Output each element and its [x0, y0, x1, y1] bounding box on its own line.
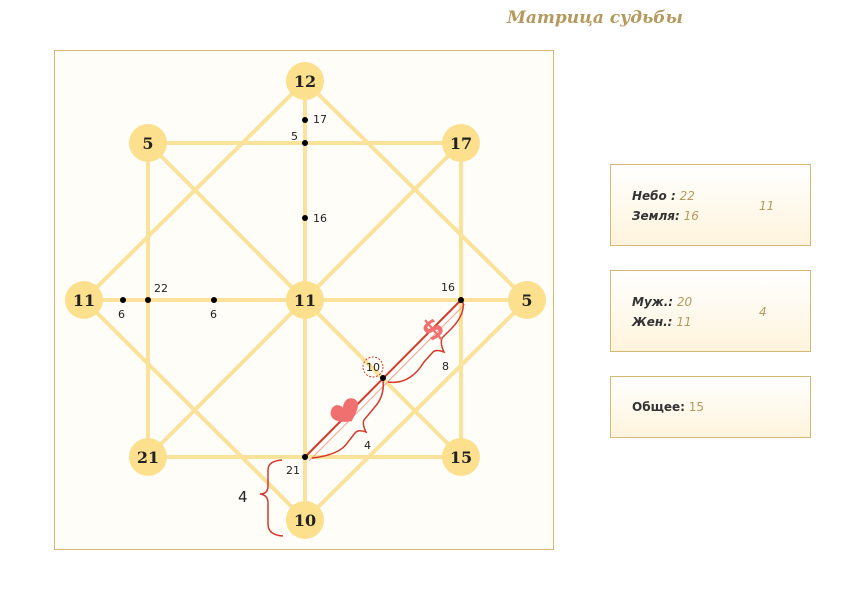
female-value: 11: [676, 315, 692, 329]
node-right: 5: [521, 291, 532, 310]
total-value: 15: [688, 400, 705, 414]
total-panel: Общее: 15: [610, 376, 811, 438]
node-center: 11: [294, 291, 316, 310]
gender-panel: Муж.: 20 Жен.: 11 4: [610, 270, 811, 352]
total-row: Общее: 15: [632, 400, 704, 414]
point-label-21: 21: [286, 464, 300, 477]
node-bottom-left: 21: [137, 448, 159, 467]
small-points: [120, 117, 464, 460]
node-top-right: 17: [450, 134, 472, 153]
node-left: 11: [73, 291, 95, 310]
sky-earth-panel: Небо : 22 Земля: 16 11: [610, 164, 811, 246]
male-label: Муж.:: [632, 295, 674, 309]
total-label: Общее:: [632, 400, 685, 414]
major-nodes: [65, 62, 546, 539]
money-love-line: $: [259, 299, 466, 537]
female-row: Жен.: 11: [632, 315, 692, 329]
point-10-ring: [362, 356, 384, 378]
earth-value: 16: [683, 209, 699, 223]
node-top-left: 5: [142, 134, 153, 153]
sky-label: Небо :: [632, 189, 676, 203]
love-brace-label: 4: [364, 439, 371, 452]
heart-icon: [330, 398, 359, 422]
point-label-5: 5: [291, 130, 298, 143]
point-label-6b: 6: [210, 308, 217, 321]
gender-sum: 4: [759, 305, 767, 319]
sky-value: 22: [679, 189, 695, 203]
sky-row: Небо : 22: [632, 189, 695, 203]
node-bottom: 10: [294, 511, 316, 530]
male-row: Муж.: 20: [632, 295, 692, 309]
earth-row: Земля: 16: [632, 209, 699, 223]
money-brace-label: 8: [442, 360, 449, 373]
female-label: Жен.:: [632, 315, 673, 329]
bottom-brace-label: 4: [238, 488, 248, 506]
sky-earth-sum: 11: [759, 199, 775, 213]
point-label-17: 17: [313, 113, 327, 126]
bottom-brace: [259, 459, 284, 537]
love-brace: [311, 379, 385, 459]
male-value: 20: [676, 295, 693, 309]
point-label-22: 22: [154, 282, 168, 295]
point-label-6a: 6: [118, 308, 125, 321]
earth-label: Земля:: [632, 209, 680, 223]
money-brace: [387, 301, 465, 384]
point-label-10: 10: [366, 361, 380, 374]
point-label-16: 16: [313, 212, 327, 225]
point-label-diag-16: 16: [441, 281, 455, 294]
page-title: Матрица судьбы: [507, 8, 683, 28]
node-bottom-right: 15: [450, 448, 472, 467]
node-top: 12: [294, 72, 316, 91]
